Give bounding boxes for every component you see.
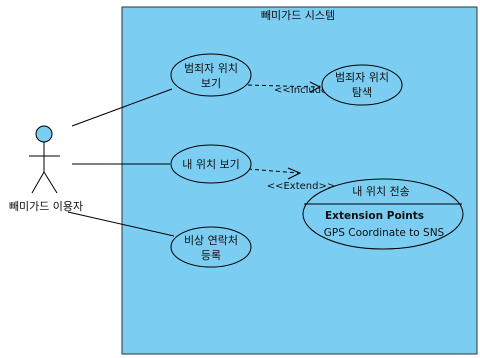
extend-relationship <box>247 167 302 180</box>
use-case-label: 내 위치 전송 <box>352 185 410 198</box>
use-case-label-line1: 범죄자 위치 <box>184 62 238 75</box>
use-case-label: 내 위치 보기 <box>182 158 240 171</box>
use-case-send-my-location: 내 위치 전송 Extension Points GPS Coordinate … <box>302 178 464 250</box>
extension-points-heading: Extension Points <box>325 210 424 222</box>
use-case-search-criminal-location: 범죄자 위치 탐색 <box>321 64 403 106</box>
use-case-label-line2: 탐색 <box>352 86 372 99</box>
include-relationship <box>247 81 322 93</box>
system-title: 빼미가드 시스템 <box>261 9 335 22</box>
include-label: <<Include>> <box>274 85 344 96</box>
use-case-view-criminal-location: 범죄자 위치 보기 <box>170 53 252 97</box>
actor-head <box>35 125 53 143</box>
use-case-register-emergency-contact: 비상 연락처 등록 <box>170 226 252 268</box>
use-case-label-line2: 보기 <box>201 77 221 90</box>
use-case-view-my-location: 내 위치 보기 <box>170 144 252 184</box>
use-case-label-line1: 범죄자 위치 <box>335 71 389 84</box>
actor-figure <box>29 125 60 194</box>
use-case-label-line2: 등록 <box>201 249 221 262</box>
association-lines <box>67 88 175 237</box>
extend-label: <<Extend>> <box>267 181 336 192</box>
use-case-label-line1: 비상 연락처 <box>184 234 238 247</box>
actor-label: 빼미가드 이용자 <box>9 200 83 213</box>
extension-point: GPS Coordinate to SNS <box>324 227 445 239</box>
